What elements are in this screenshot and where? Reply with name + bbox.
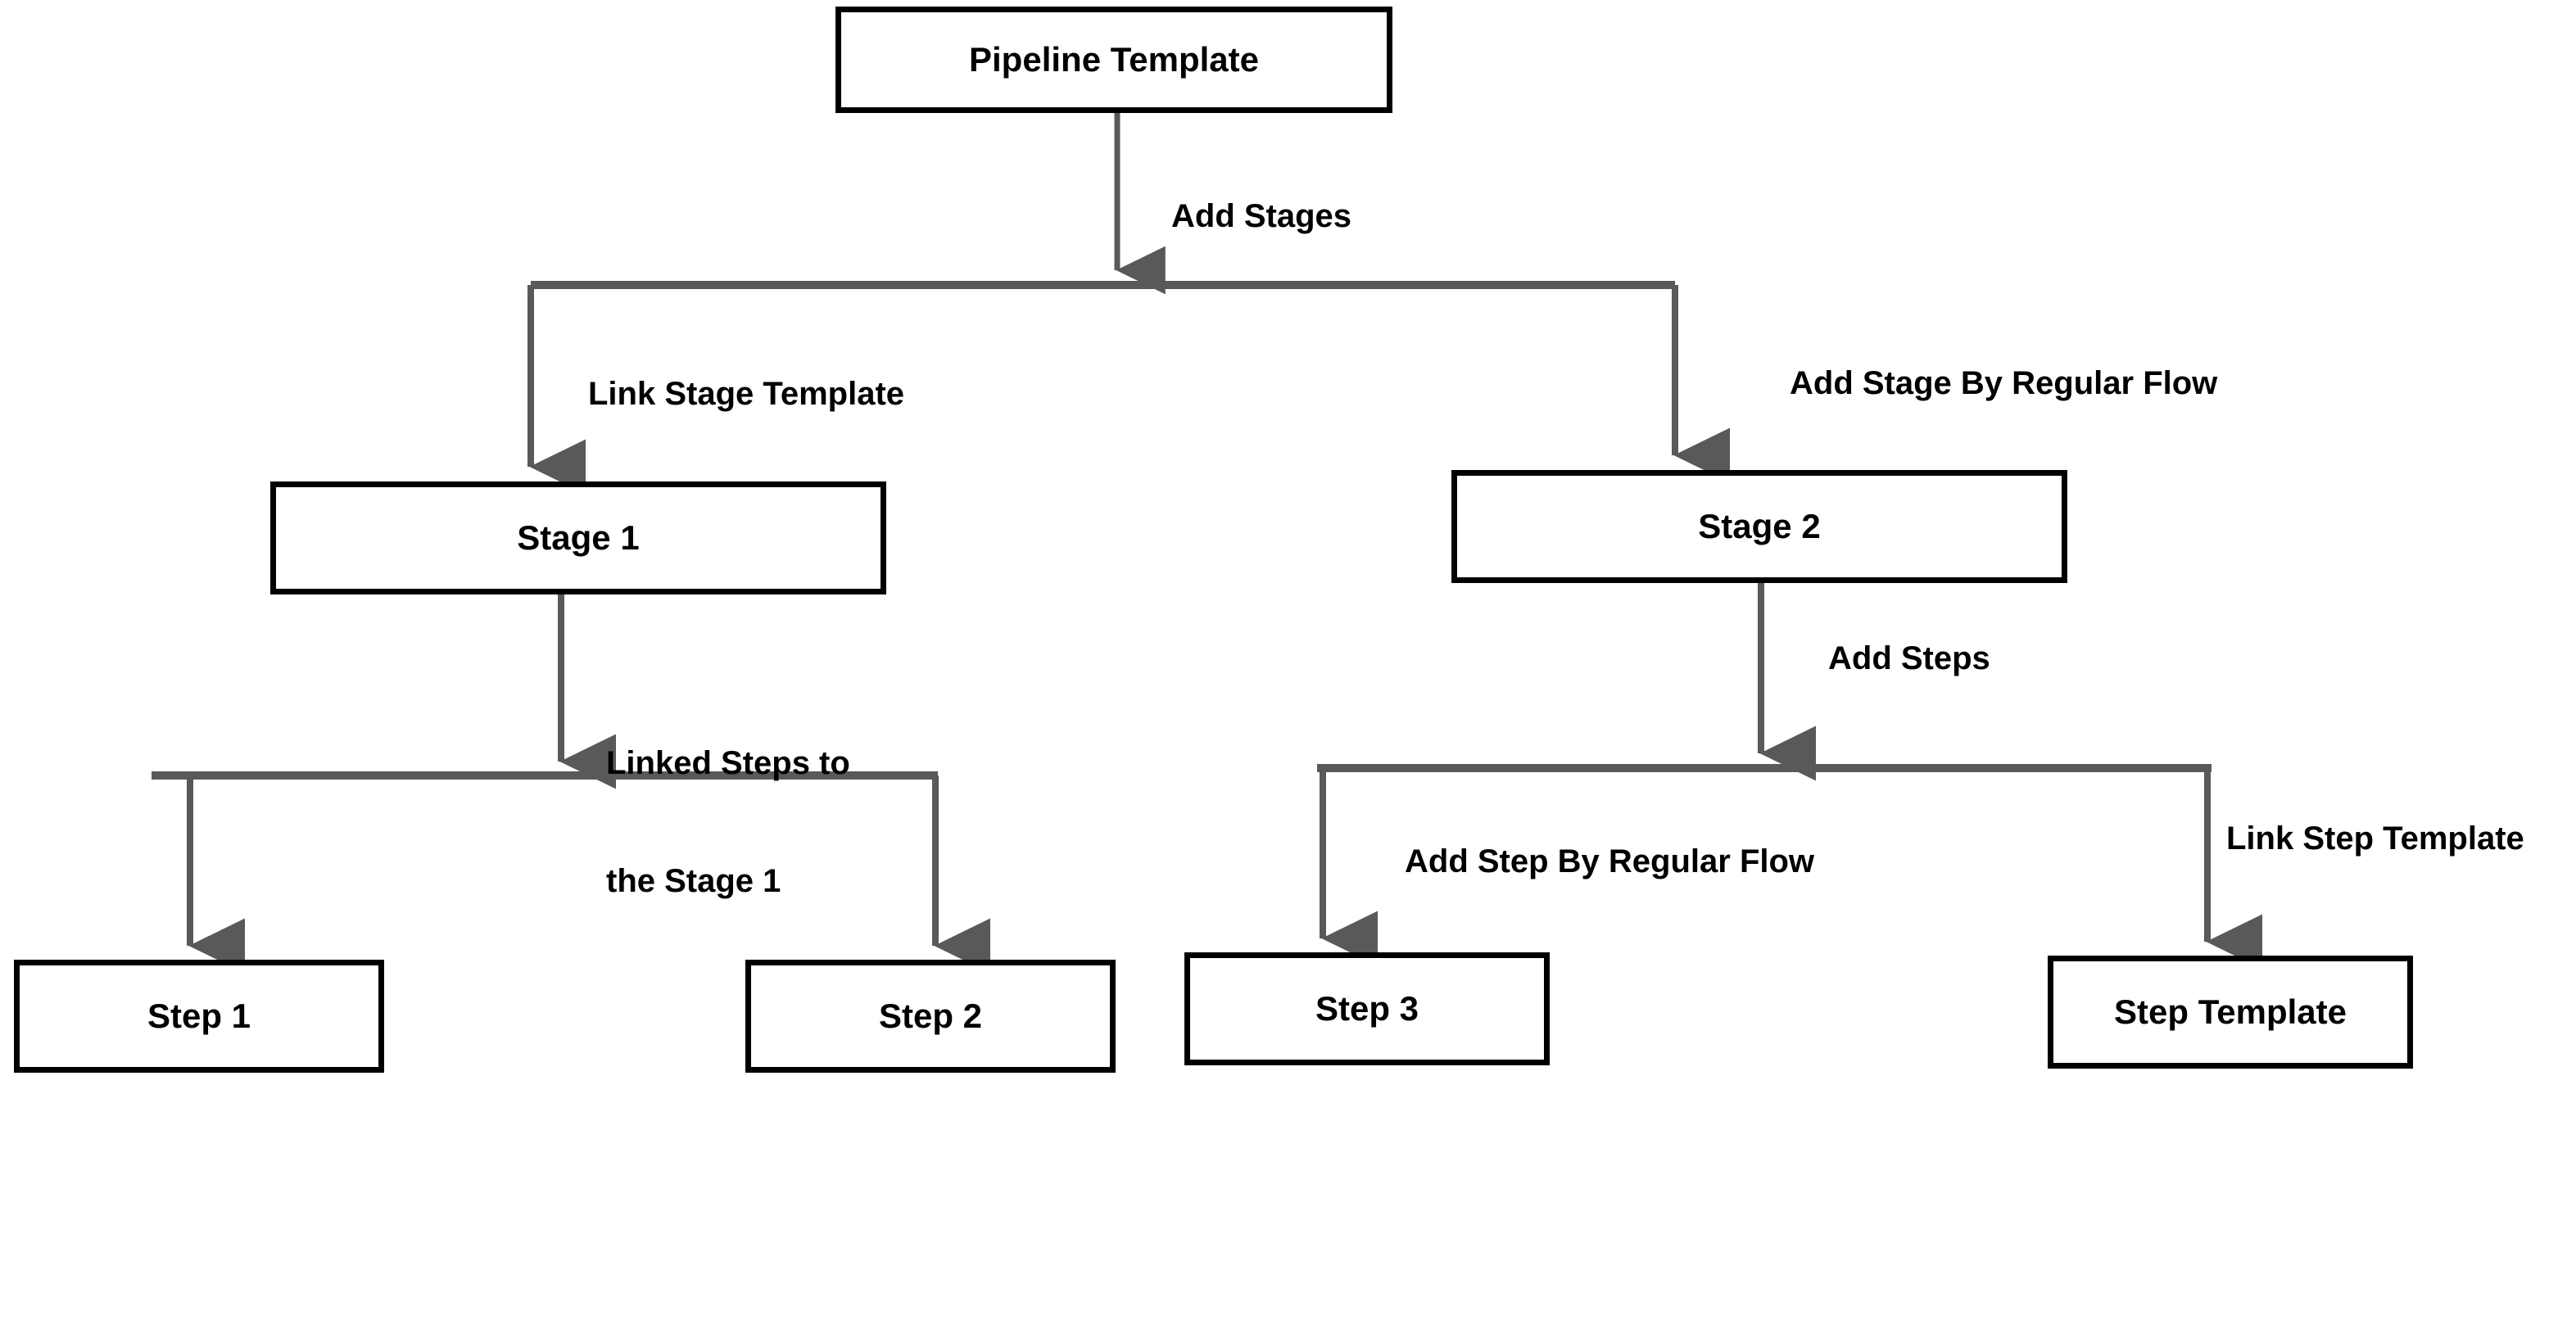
edge-label-linked-steps-to-stage-1: Linked Steps to the Stage 1 <box>606 665 850 979</box>
connector-stage-2-to-steps <box>1317 583 2212 781</box>
edge-label-add-step-by-regular-flow: Add Step By Regular Flow <box>1405 843 1815 879</box>
node-step-2[interactable]: Step 2 <box>745 960 1116 1073</box>
edge-label-add-steps: Add Steps <box>1828 640 1990 676</box>
node-step-2-label: Step 2 <box>878 996 983 1035</box>
node-step-template[interactable]: Step Template <box>2048 956 2413 1069</box>
edge-label-link-step-template: Link Step Template <box>2226 820 2524 857</box>
node-step-template-label: Step Template <box>2114 992 2347 1031</box>
node-pipeline-template[interactable]: Pipeline Template <box>835 7 1392 113</box>
edge-label-line-2: the Stage 1 <box>606 863 781 899</box>
edge-label-add-stages: Add Stages <box>1171 198 1352 234</box>
node-stage-2-label: Stage 2 <box>1698 506 1821 545</box>
node-stage-1[interactable]: Stage 1 <box>270 481 886 594</box>
node-step-3-label: Step 3 <box>1315 988 1419 1028</box>
edge-label-add-stage-by-regular-flow: Add Stage By Regular Flow <box>1790 365 2218 401</box>
edge-label-link-stage-template: Link Stage Template <box>588 376 905 412</box>
connector-stage-1-to-steps <box>152 594 938 789</box>
node-step-3[interactable]: Step 3 <box>1184 952 1550 1065</box>
connector-pipeline-to-stages <box>531 113 1675 295</box>
node-stage-1-label: Stage 1 <box>517 518 640 557</box>
node-step-1[interactable]: Step 1 <box>14 960 384 1073</box>
node-stage-2[interactable]: Stage 2 <box>1451 470 2067 583</box>
node-step-1-label: Step 1 <box>147 996 251 1035</box>
edge-label-line-1: Linked Steps to <box>606 745 850 781</box>
node-pipeline-template-label: Pipeline Template <box>969 39 1259 79</box>
